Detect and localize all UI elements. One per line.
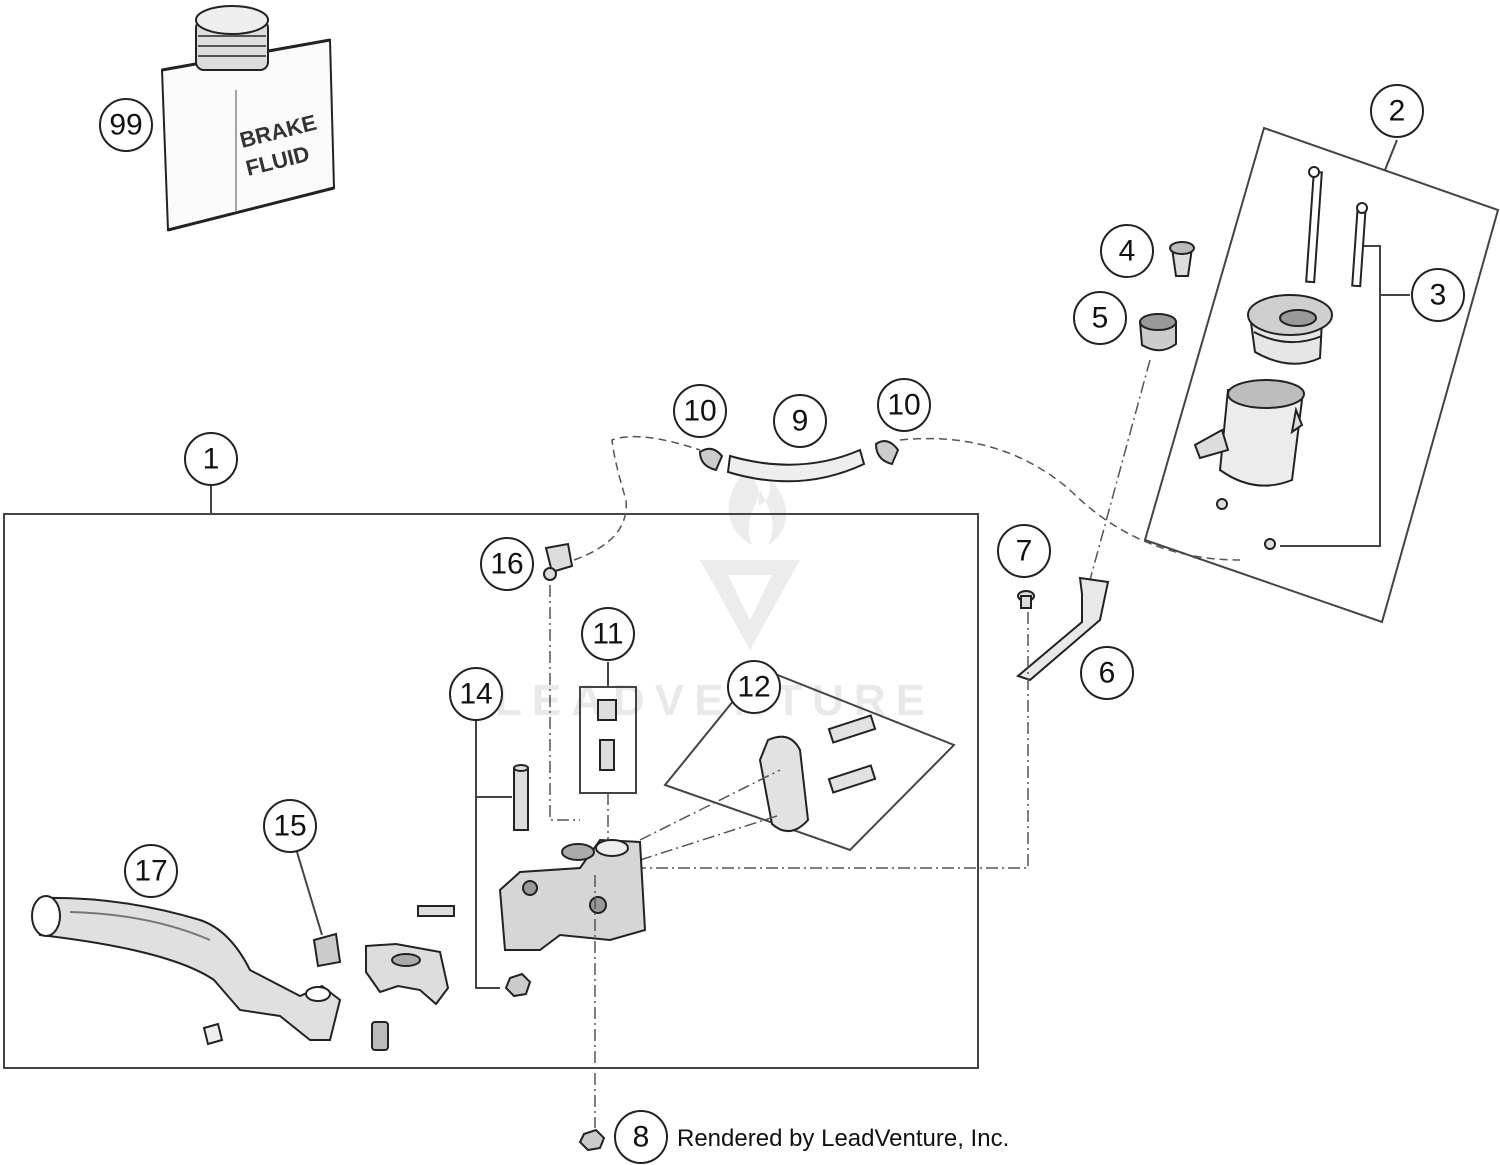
part-14-pin — [513, 764, 529, 831]
part-15-adjuster — [312, 932, 342, 968]
callout-7-circle — [997, 524, 1051, 578]
callout-16: 16 — [490, 548, 523, 581]
callout-99-circle — [99, 98, 153, 152]
part-16-banjo — [543, 542, 574, 581]
callout-11-circle — [581, 607, 635, 661]
callout-1-circle — [184, 432, 238, 486]
watermark: LEADVENTURE — [495, 470, 935, 725]
part-10-clips — [698, 440, 900, 472]
callout-8-circle — [614, 1110, 668, 1164]
lever-pivot-block — [365, 942, 450, 1006]
callout-2: 2 — [1389, 95, 1406, 128]
part-4-plug — [1169, 241, 1195, 277]
callout-10a: 10 — [683, 395, 716, 428]
part-6-bracket — [1015, 576, 1110, 682]
reservoir-body — [1193, 379, 1305, 550]
callout-99: 99 — [109, 109, 142, 142]
part-14-nut — [504, 972, 532, 998]
lever-spring — [371, 1021, 389, 1051]
part-9-hose — [726, 448, 866, 483]
lever-small-pin — [417, 905, 455, 917]
callout-8: 8 — [633, 1121, 650, 1154]
callout-16-circle — [480, 537, 534, 591]
callout-17-circle — [124, 844, 178, 898]
reservoir-cap — [1247, 294, 1333, 365]
callout-7: 7 — [1016, 535, 1033, 568]
watermark-text: LEADVENTURE — [495, 676, 935, 725]
callout-2-circle — [1370, 84, 1424, 138]
master-cylinder — [498, 838, 647, 951]
reservoir-screws — [1305, 166, 1368, 288]
callout-9: 9 — [792, 405, 809, 438]
callout-5: 5 — [1092, 302, 1109, 335]
callout-12-circle — [727, 660, 781, 714]
lever-small-block — [202, 1022, 224, 1046]
part-11-bleeder — [597, 699, 617, 771]
callout-circles — [99, 84, 1465, 1164]
callout-10b-circle — [877, 378, 931, 432]
callout-12: 12 — [737, 671, 770, 704]
callout-15: 15 — [273, 810, 306, 843]
callout-14: 14 — [459, 678, 492, 711]
callout-5-circle — [1073, 291, 1127, 345]
part-12-clamp — [758, 714, 877, 832]
credit-text: Rendered by LeadVenture, Inc. — [677, 1125, 1009, 1152]
callout-6: 6 — [1099, 657, 1116, 690]
callout-10a-circle — [673, 384, 727, 438]
part-17-brake-lever — [31, 895, 342, 1041]
reservoir-frame — [1143, 126, 1500, 624]
callout-11: 11 — [592, 618, 623, 651]
callout-4-circle — [1100, 224, 1154, 278]
brake-fluid-bottle — [160, 5, 336, 232]
callout-17: 17 — [134, 855, 167, 888]
assembly-frame — [3, 513, 979, 1069]
callout-1: 1 — [203, 443, 220, 476]
callout-14-circle — [449, 667, 503, 721]
part-7-screw — [1017, 590, 1035, 609]
callout-4: 4 — [1119, 235, 1136, 268]
callout-6-circle — [1080, 646, 1134, 700]
part-5-grommet — [1138, 313, 1177, 352]
callout-3-circle — [1411, 268, 1465, 322]
callout-9-circle — [773, 394, 827, 448]
leadventure-logo-icon — [700, 470, 800, 650]
part-8-nut — [578, 1128, 606, 1152]
part-12-frame — [663, 666, 956, 852]
callout-3: 3 — [1430, 279, 1447, 312]
callout-10b: 10 — [887, 389, 920, 422]
callout-15-circle — [263, 799, 317, 853]
